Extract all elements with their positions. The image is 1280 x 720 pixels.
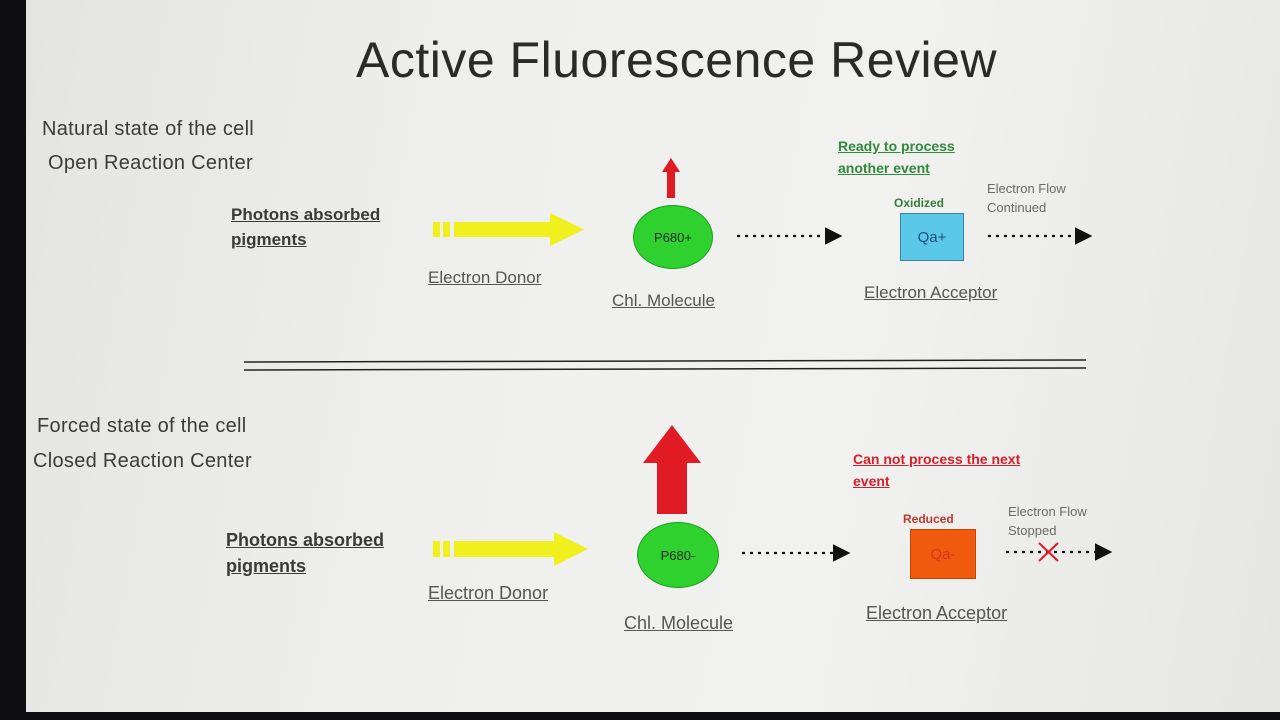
p680-minus-molecule: P680- bbox=[637, 522, 719, 588]
molecule-text-top: P680+ bbox=[654, 229, 692, 245]
flow-continued-label: Electron Flow Continued bbox=[987, 181, 1066, 215]
chl-molecule-label-bottom: Chl. Molecule bbox=[624, 613, 734, 633]
natural-state-label: Natural state of the cell bbox=[42, 118, 255, 140]
ready-note: Ready to process another event bbox=[838, 138, 955, 177]
electron-acceptor-label-bottom: Electron Acceptor bbox=[866, 603, 1008, 623]
fluorescence-arrow-large bbox=[643, 425, 701, 514]
acceptor-text-top: Qa+ bbox=[917, 228, 947, 246]
electron-donor-label-bottom: Electron Donor bbox=[428, 583, 549, 603]
photons-absorbed-label-top: Photons absorbed pigments bbox=[231, 205, 381, 249]
open-reaction-center-label: Open Reaction Center bbox=[48, 152, 254, 174]
forced-state-label: Forced state of the cell bbox=[37, 415, 247, 437]
reduced-tag: Reduced bbox=[903, 512, 954, 526]
oxidized-tag: Oxidized bbox=[894, 196, 945, 210]
qa-minus-box: Qa- bbox=[910, 529, 976, 579]
electron-acceptor-label-top: Electron Acceptor bbox=[864, 283, 998, 302]
photon-arrow-bottom bbox=[433, 532, 588, 566]
photons-absorbed-label-bottom: Photons absorbed pigments bbox=[226, 530, 385, 577]
slide: Active Fluorescence Review bbox=[26, 0, 1280, 712]
blocked-x-icon bbox=[1038, 542, 1059, 562]
diagram-graphics bbox=[243, 158, 1113, 566]
qa-plus-box: Qa+ bbox=[900, 213, 964, 261]
acceptor-text-bottom: Qa- bbox=[930, 545, 956, 563]
molecule-text-bottom: P680- bbox=[660, 547, 696, 563]
slide-title: Active Fluorescence Review bbox=[356, 32, 998, 88]
closed-reaction-center-label: Closed Reaction Center bbox=[33, 450, 252, 472]
flow-stopped-label: Electron Flow Stopped bbox=[1008, 504, 1087, 538]
fluorescence-arrow-small bbox=[662, 158, 680, 198]
chl-molecule-label-top: Chl. Molecule bbox=[612, 291, 715, 310]
p680-plus-molecule: P680+ bbox=[633, 205, 713, 269]
electron-donor-label-top: Electron Donor bbox=[428, 268, 542, 287]
photon-arrow-top bbox=[433, 213, 584, 246]
cannot-process-note: Can not process the next event bbox=[853, 451, 1021, 490]
section-divider bbox=[243, 359, 1087, 371]
